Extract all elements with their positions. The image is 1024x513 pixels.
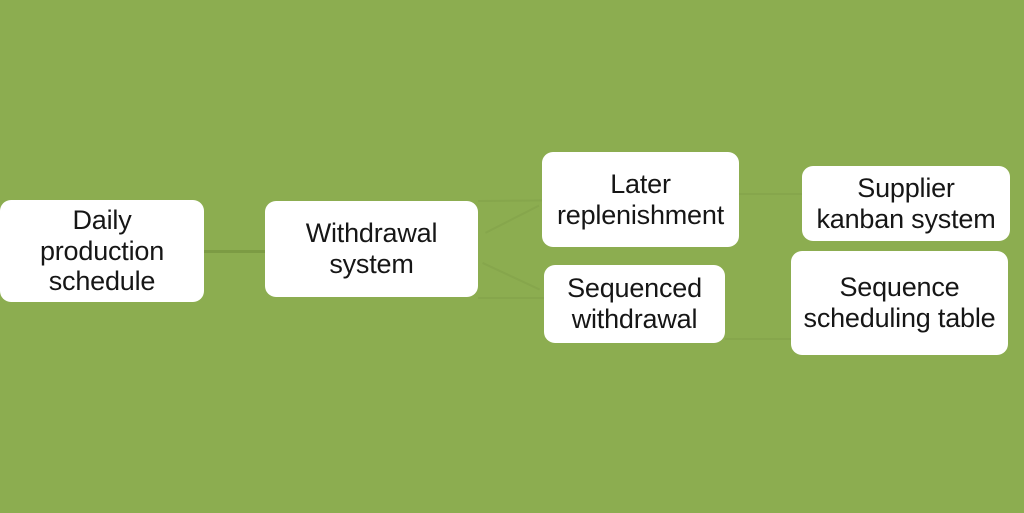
connector-later-to-supplier — [739, 193, 803, 195]
node-sequenced-withdrawal[interactable]: Sequenced withdrawal — [544, 265, 725, 343]
node-supplier-kanban-system[interactable]: Supplier kanban system — [802, 166, 1010, 241]
node-withdrawal-system[interactable]: Withdrawal system — [265, 201, 478, 297]
connector-daily-to-withdrawal — [203, 250, 267, 253]
node-sequenced-withdrawal-label: Sequenced withdrawal — [567, 273, 702, 334]
node-supplier-kanban-system-label: Supplier kanban system — [816, 172, 996, 234]
connector-withdrawal-to-sequenced-diagonal — [482, 262, 541, 291]
node-withdrawal-system-label: Withdrawal system — [305, 218, 438, 279]
node-sequence-scheduling-table-label: Sequence scheduling table — [803, 272, 996, 333]
node-later-replenishment-label: Later replenishment — [557, 168, 724, 230]
node-daily-production-schedule[interactable]: Daily production schedule — [0, 200, 204, 302]
connector-withdrawal-to-sequenced — [478, 297, 546, 299]
connector-withdrawal-to-later — [478, 199, 545, 202]
connector-withdrawal-to-later-diagonal — [485, 204, 540, 234]
node-sequence-scheduling-table[interactable]: Sequence scheduling table — [791, 251, 1008, 355]
node-daily-production-schedule-label: Daily production schedule — [39, 204, 165, 297]
node-later-replenishment[interactable]: Later replenishment — [542, 152, 739, 247]
connector-sequenced-to-seqtable — [725, 338, 791, 340]
